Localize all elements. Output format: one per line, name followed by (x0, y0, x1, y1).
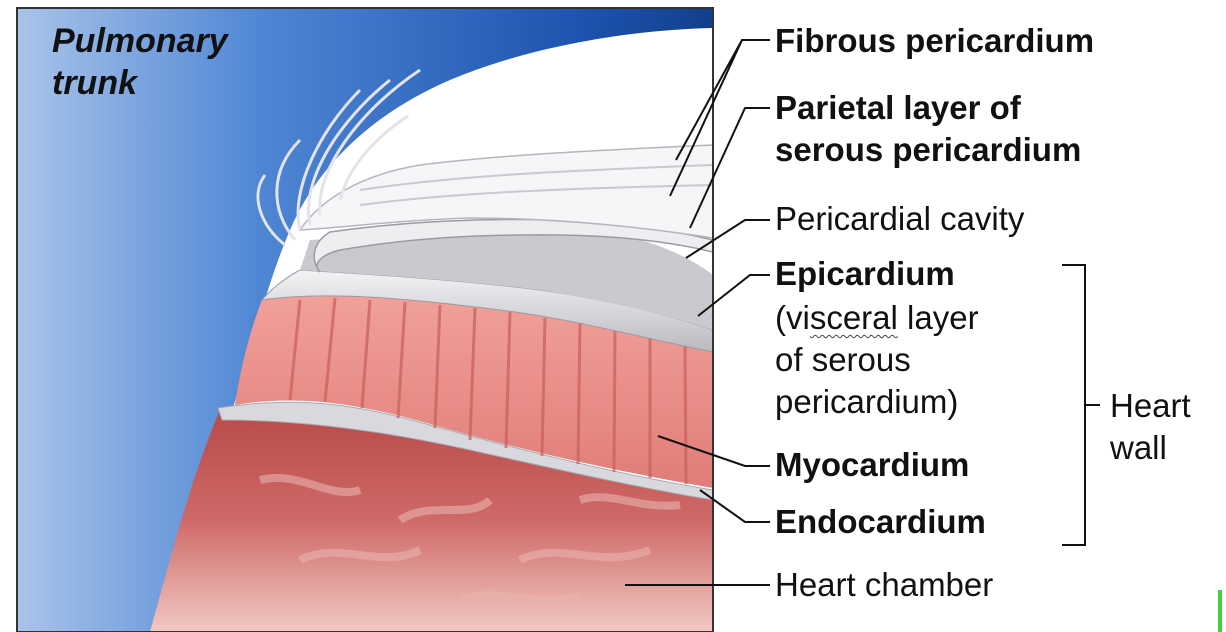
fibrous-pericardium-label: Fibrous pericardium (775, 20, 1094, 62)
myocardium-label: Myocardium (775, 444, 969, 486)
parietal-label-line1: Parietal layer of (775, 87, 1081, 129)
pulmonary-trunk-label: Pulmonary trunk (52, 20, 228, 104)
epicardium-label: Epicardium (775, 253, 955, 295)
heart-wall-line1: Heart (1110, 385, 1191, 427)
heart-chamber-label: Heart chamber (775, 564, 993, 606)
visceral-label-line2: of serous (775, 339, 979, 381)
visceral-label-line1: (visceral layer (775, 297, 979, 339)
heart-wall-line2: wall (1110, 427, 1191, 469)
parietal-label-line2: serous pericardium (775, 129, 1081, 171)
visceral-post: layer (898, 299, 979, 336)
pulmonary-label-line1: Pulmonary (52, 20, 228, 62)
heart-wall-bracket (1062, 265, 1100, 545)
corner-marker (1218, 590, 1222, 632)
visceral-layer-label: (visceral layer of serous pericardium) (775, 297, 979, 423)
visceral-label-line3: pericardium) (775, 381, 979, 423)
heart-wall-label: Heart wall (1110, 385, 1191, 469)
endocardium-label: Endocardium (775, 501, 986, 543)
pericardial-cavity-label: Pericardial cavity (775, 198, 1024, 240)
parietal-layer-label: Parietal layer of serous pericardium (775, 87, 1081, 171)
visceral-word-mark: sceral (810, 299, 898, 336)
visceral-pre: (vi (775, 299, 810, 336)
pulmonary-label-line2: trunk (52, 62, 228, 104)
